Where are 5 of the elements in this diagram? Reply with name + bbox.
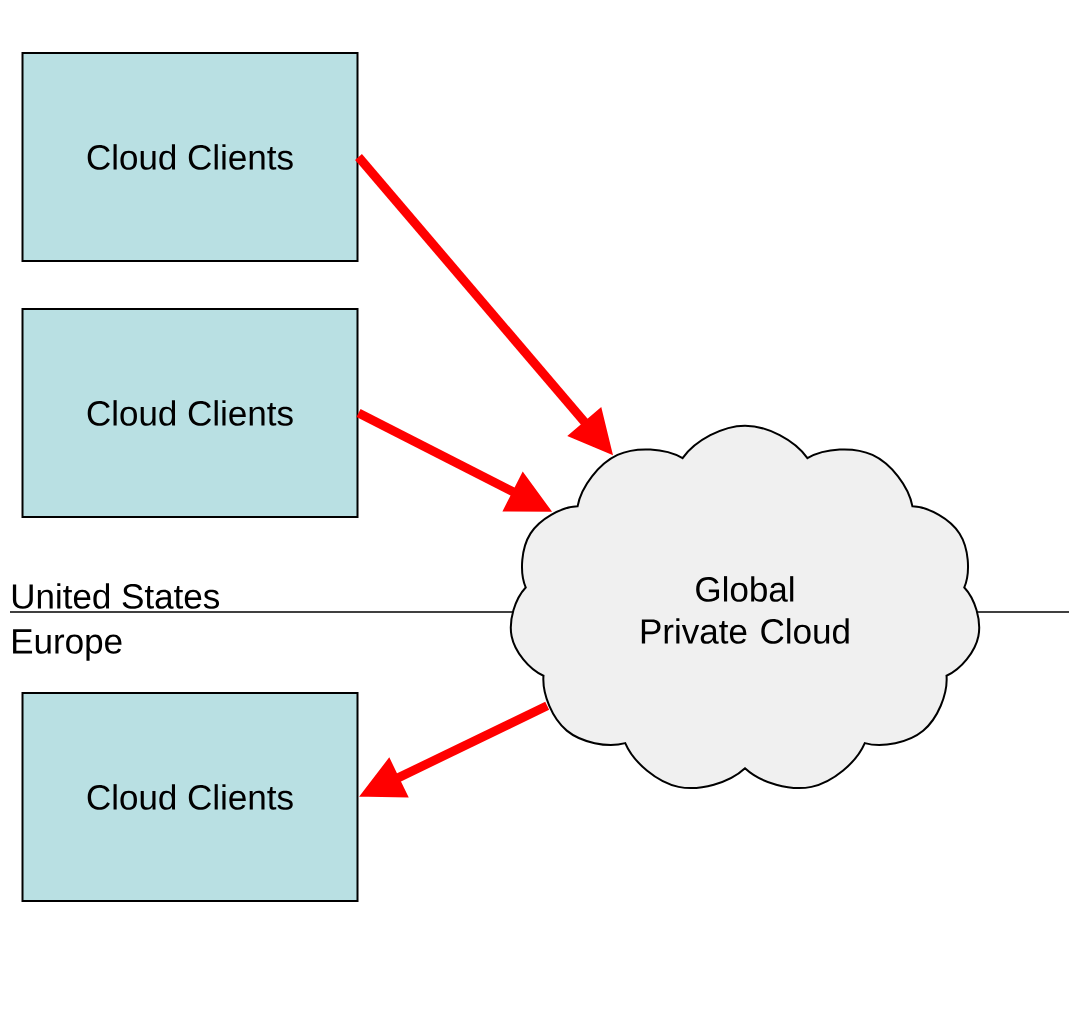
client-box: Cloud Clients — [21, 692, 359, 902]
region-label: Europe — [13, 629, 122, 661]
client-box: Cloud Clients — [21, 52, 359, 262]
client-box: Cloud Clients — [21, 308, 359, 518]
region-label: United States — [12, 583, 219, 609]
